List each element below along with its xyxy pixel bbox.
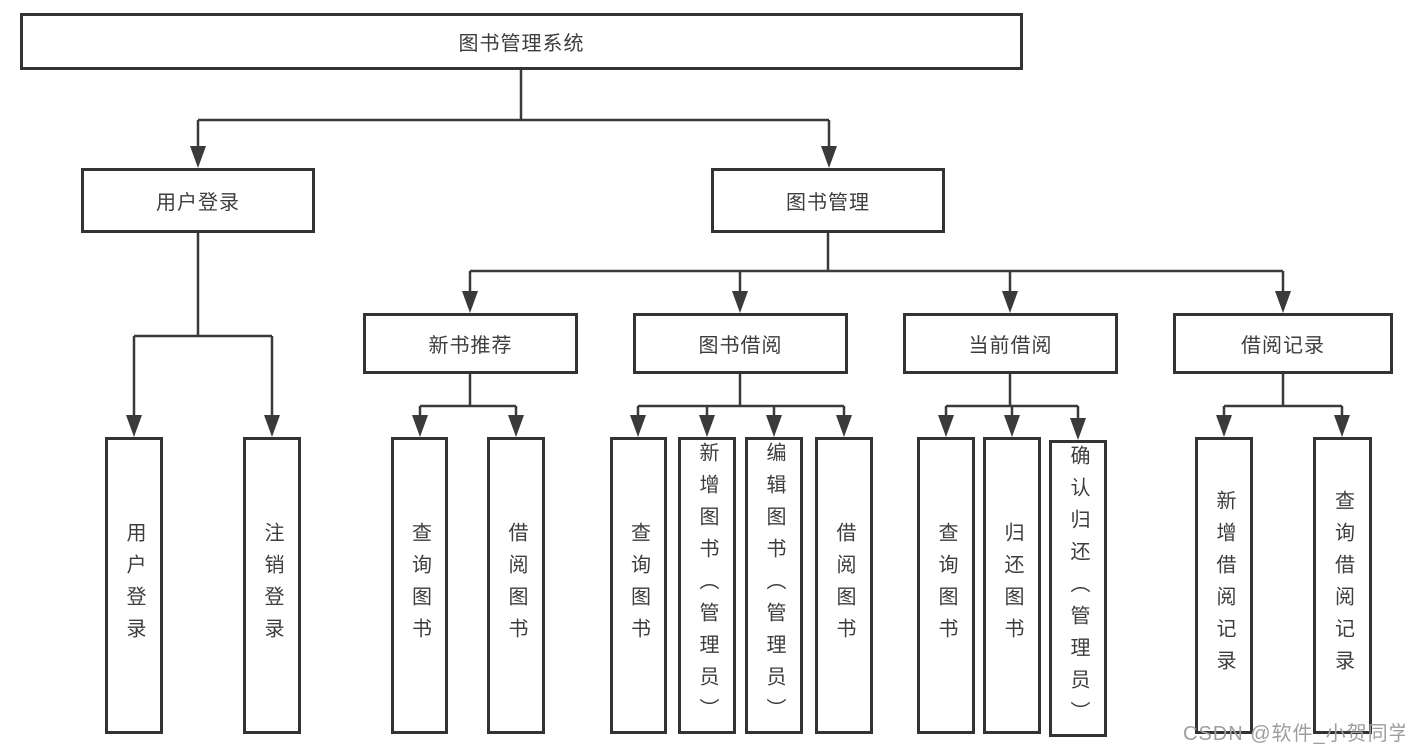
leaf-user-login: 用户登录 (105, 437, 163, 734)
node-label: 借阅记录 (1241, 335, 1325, 357)
node-library-management-system: 图书管理系统 (20, 13, 1023, 70)
node-label: 查询借阅记录 (1331, 489, 1354, 682)
node-current-borrowing: 当前借阅 (903, 313, 1118, 374)
node-label: 确认归还（管理员） (1067, 444, 1089, 733)
leaf-newbook-query-books: 查询图书 (391, 437, 448, 734)
node-new-book-recommendation: 新书推荐 (363, 313, 578, 374)
node-user-login: 用户登录 (81, 168, 315, 233)
leaf-records-query-borrow-record: 查询借阅记录 (1313, 437, 1372, 734)
node-label: 用户登录 (156, 192, 240, 214)
csdn-watermark: CSDN @软件_小贺同学 (1183, 723, 1405, 745)
node-label: 用户登录 (123, 521, 145, 650)
node-label: 查询图书 (935, 521, 957, 650)
node-label: 图书借阅 (698, 335, 783, 357)
leaf-borrow-edit-books-admin: 编辑图书（管理员） (745, 437, 803, 734)
node-label: 查询图书 (408, 521, 431, 650)
leaf-current-confirm-return-admin: 确认归还（管理员） (1049, 440, 1107, 737)
leaf-logout-login: 注销登录 (243, 437, 301, 734)
node-book-borrowing: 图书借阅 (633, 313, 848, 374)
arrowhead-icons (126, 146, 1350, 440)
node-borrowing-records: 借阅记录 (1173, 313, 1393, 374)
node-book-management: 图书管理 (711, 168, 945, 233)
node-label: 编辑图书（管理员） (763, 441, 785, 730)
leaf-borrow-borrow-books: 借阅图书 (815, 437, 873, 734)
leaf-records-add-borrow-record: 新增借阅记录 (1195, 437, 1253, 734)
leaf-current-query-books: 查询图书 (917, 437, 975, 734)
leaf-newbook-borrow-books: 借阅图书 (487, 437, 545, 734)
leaf-borrow-add-books-admin: 新增图书（管理员） (678, 437, 736, 734)
node-label: 注销登录 (261, 521, 283, 650)
node-label: 图书管理 (786, 192, 870, 214)
node-label: 查询图书 (627, 521, 650, 650)
leaf-current-return-books: 归还图书 (983, 437, 1041, 734)
node-label: 借阅图书 (833, 521, 855, 650)
node-label: 归还图书 (1001, 521, 1023, 650)
node-label: 图书管理系统 (458, 33, 585, 55)
node-label: 借阅图书 (505, 521, 527, 650)
node-label: 新书推荐 (428, 335, 513, 357)
node-label: 当前借阅 (968, 335, 1053, 357)
node-label: 新增借阅记录 (1213, 489, 1235, 682)
leaf-borrow-query-books: 查询图书 (610, 437, 667, 734)
node-label: 新增图书（管理员） (696, 441, 718, 730)
